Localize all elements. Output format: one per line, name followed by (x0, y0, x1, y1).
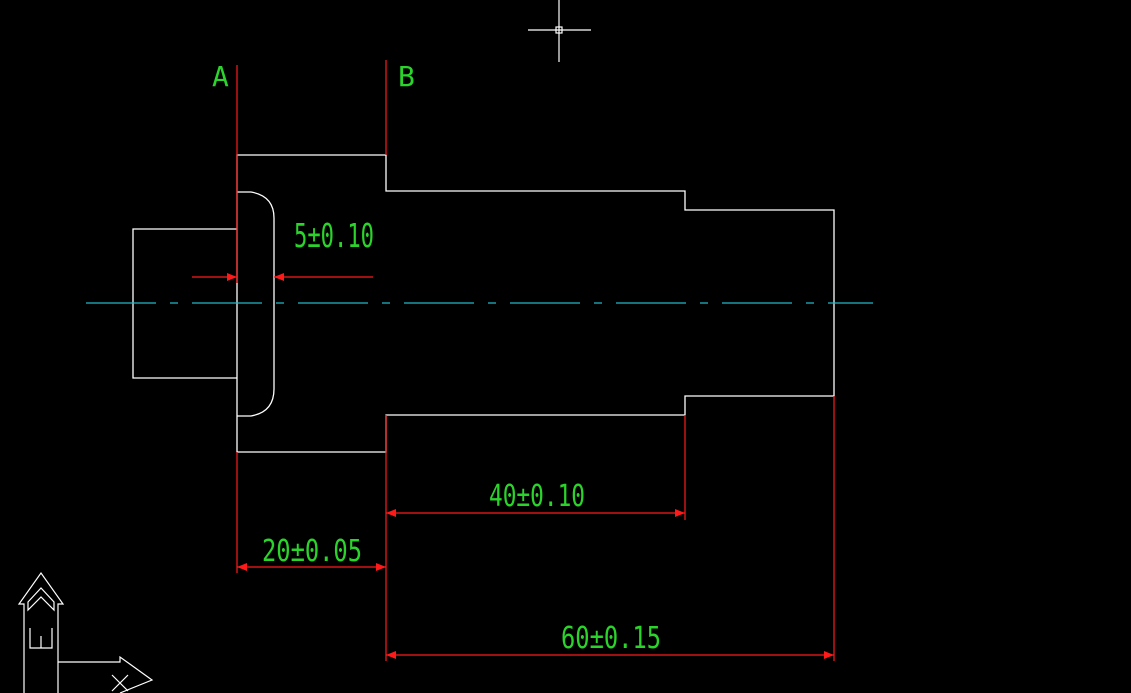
ucs-y-arrow (17, 571, 65, 693)
datum-lines (236, 60, 387, 283)
ucs-y-chevron (27, 587, 55, 612)
datum-b-label: B (398, 60, 415, 93)
ucs-w-mark (29, 628, 53, 649)
ucs-x-arrow (58, 655, 154, 693)
dim-60-text: 60±0.15 (561, 621, 661, 656)
dim-40-text: 40±0.10 (489, 479, 585, 514)
fillet-groove-bottom (237, 378, 275, 417)
dim-20-text: 20±0.05 (262, 534, 362, 569)
crosshair-cursor-icon (528, 0, 591, 62)
datum-a-label: A (212, 60, 229, 93)
extension-lines (236, 396, 835, 661)
ucs-icon (17, 571, 154, 693)
fillet-groove-top (237, 191, 275, 229)
dim-5-text: 5±0.10 (294, 217, 374, 255)
ucs-x-mark (111, 674, 129, 692)
